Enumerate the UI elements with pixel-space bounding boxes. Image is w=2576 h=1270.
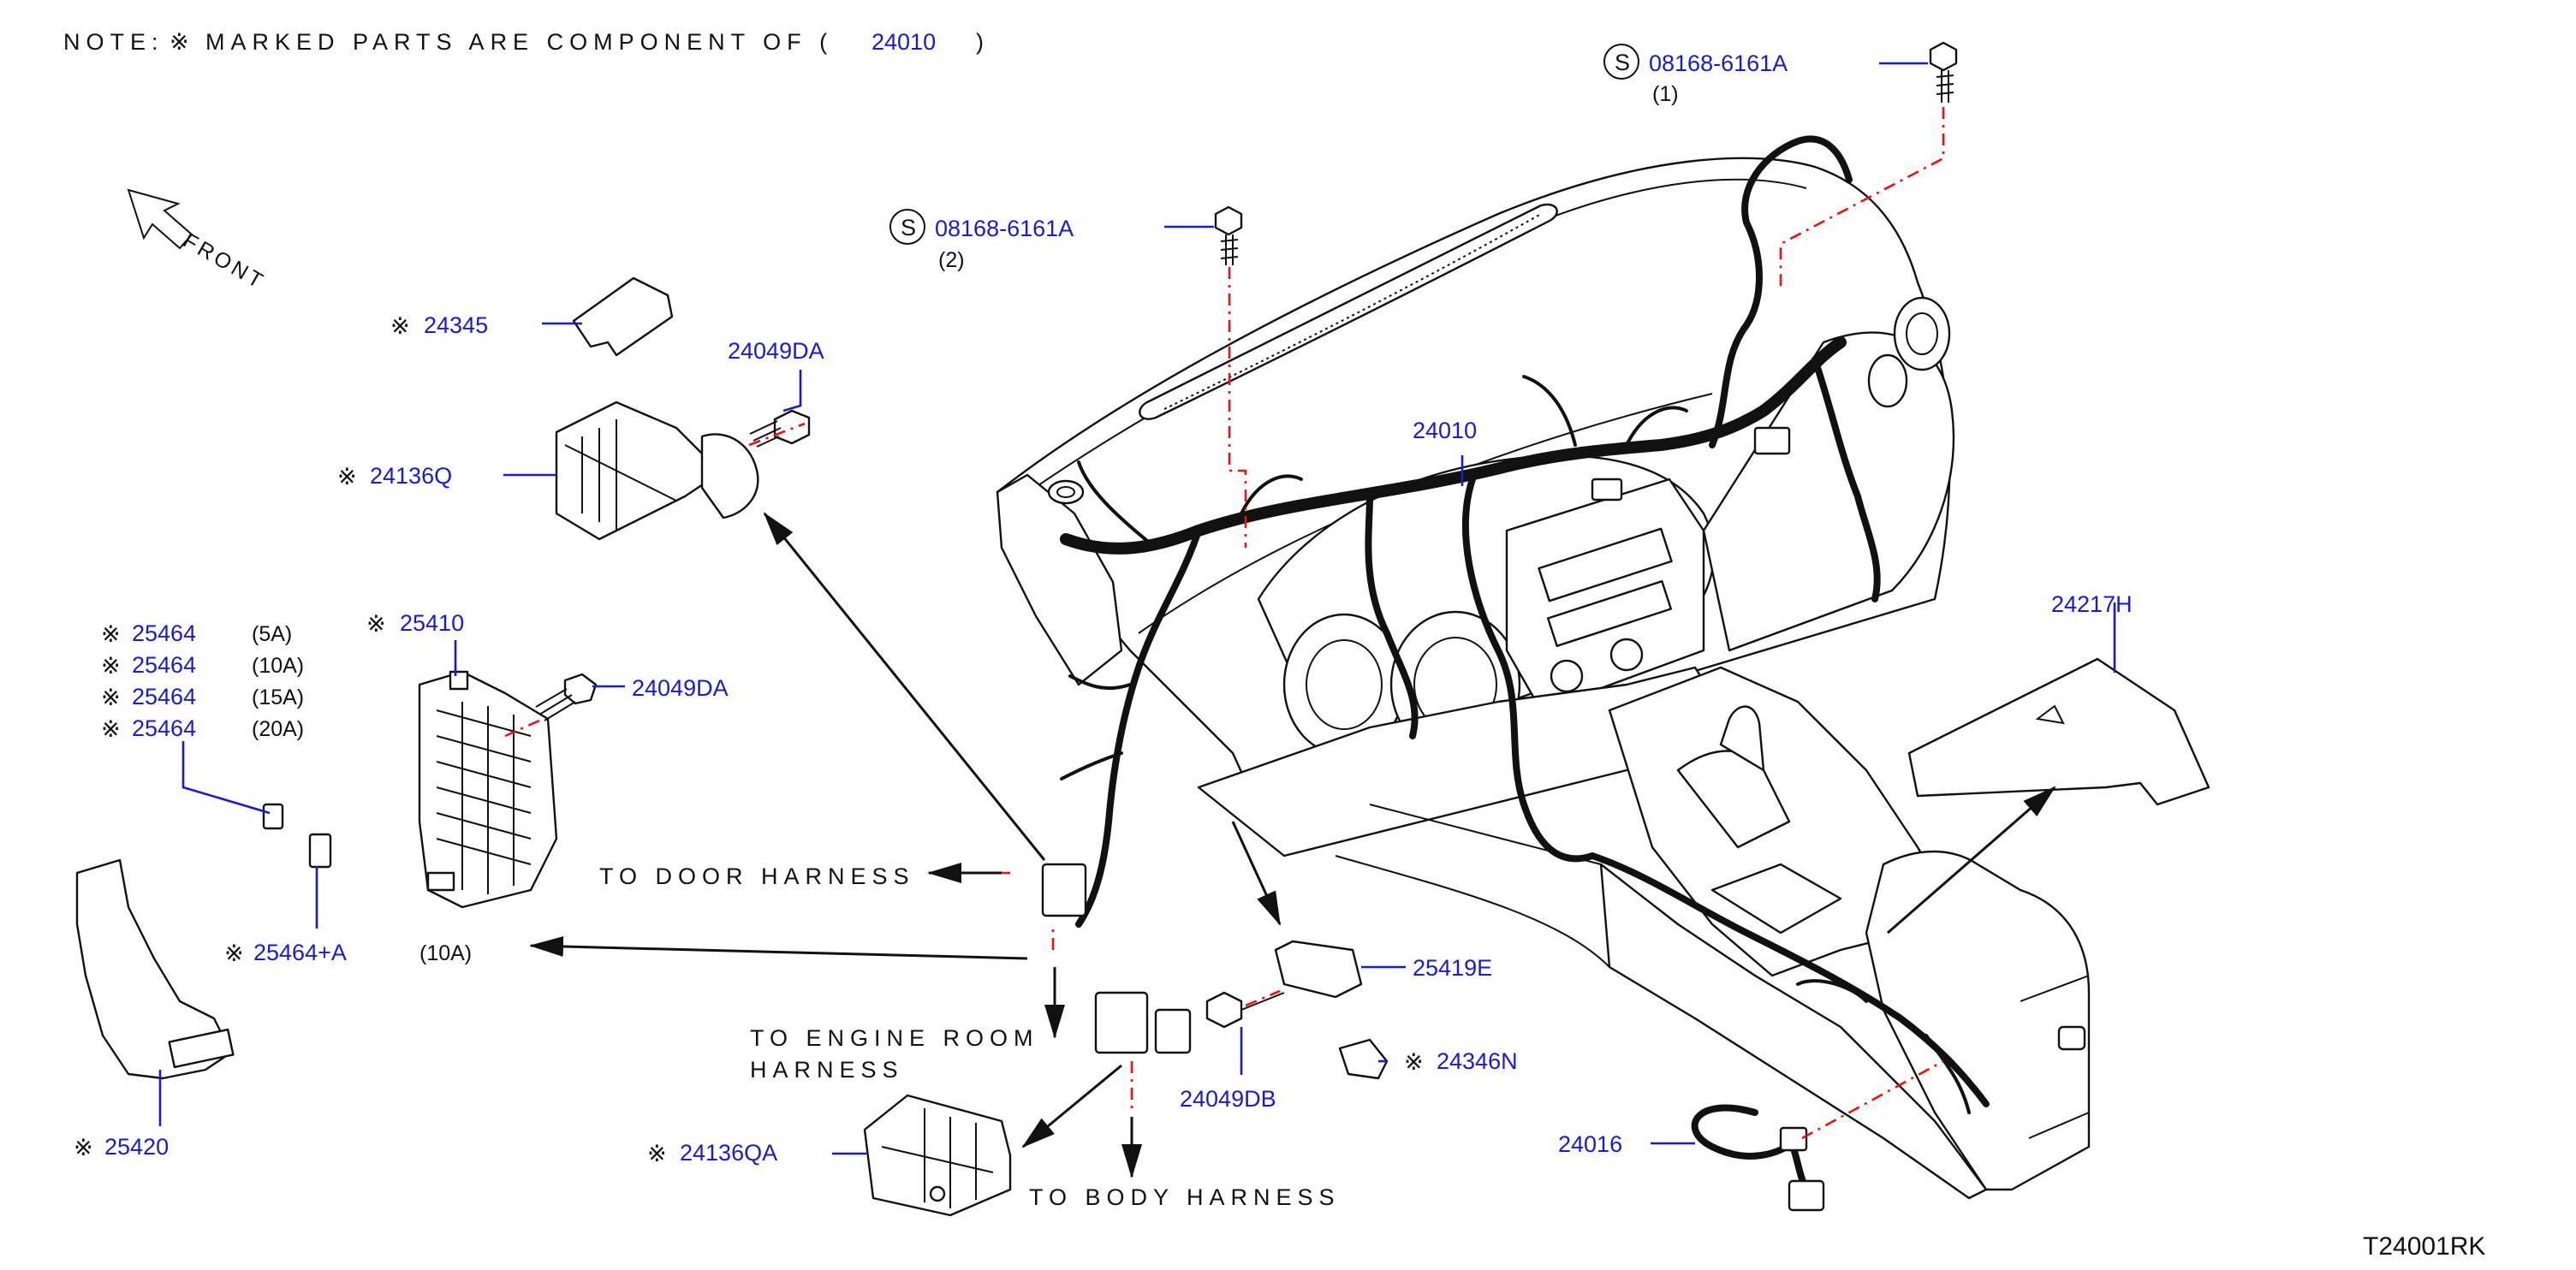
fuse-25464a[interactable]: [308, 833, 332, 869]
part-24345-cover[interactable]: [572, 276, 674, 357]
bolt-24049da-top[interactable]: [749, 409, 811, 448]
mark-fuse-20a: ※: [101, 716, 121, 742]
fuse-15a-part-link[interactable]: 25464: [132, 684, 196, 709]
fuse-5a-part-link[interactable]: 25464: [132, 620, 196, 646]
header-note: NOTE: ※ MARKED PARTS ARE COMPONENT OF ( …: [63, 29, 984, 55]
arrow-to-25419e: [1231, 821, 1282, 926]
label-24049da-top-link[interactable]: 24049DA: [728, 338, 824, 364]
mark-fuse-10a: ※: [101, 653, 121, 679]
mark-24136qa: ※: [647, 1141, 667, 1166]
main-harness-24010[interactable]: [1041, 135, 1990, 1114]
note-prefix: NOTE:: [63, 29, 164, 55]
assembly-line-24049da-top: [748, 422, 806, 447]
dest-engine-room-line2: HARNESS: [750, 1057, 904, 1083]
note-text: MARKED PARTS ARE COMPONENT OF (: [205, 29, 833, 55]
label-24346n-link[interactable]: 24346N: [1437, 1048, 1518, 1074]
mark-24346n: ※: [1404, 1049, 1424, 1075]
label-24136q-link[interactable]: 24136Q: [370, 463, 452, 489]
part-24217h-bracket[interactable]: [1907, 657, 2210, 806]
front-indicator: FRONT: [127, 188, 270, 294]
bolt-2-part-link[interactable]: 08168-6161A: [935, 216, 1074, 241]
mark-fuse-15a: ※: [101, 685, 121, 710]
bolt-2-symbol: S: [901, 215, 916, 240]
leader-25464: [181, 741, 271, 815]
arrow-to-25464a: [529, 935, 1028, 960]
note-mark-symbol: ※: [170, 29, 189, 55]
service-symbol-circle-mid: [889, 209, 925, 245]
arrow-to-24136q: [763, 512, 1046, 861]
label-24016-link[interactable]: 24016: [1558, 1131, 1622, 1157]
bolt-1-symbol: S: [1615, 50, 1630, 75]
assembly-line-mid-bolt: [1228, 267, 1247, 548]
dest-engine-room-line1: TO ENGINE ROOM: [750, 1025, 1039, 1051]
bolt-1-qty: (1): [1652, 82, 1679, 106]
front-label: FRONT: [179, 228, 270, 294]
label-25410-link[interactable]: 25410: [400, 610, 464, 636]
assembly-line-24049da-mid: [504, 719, 540, 738]
label-24049db-link[interactable]: 24049DB: [1180, 1086, 1276, 1112]
part-24136qa-box[interactable]: [863, 1094, 1012, 1217]
part-24136q-box[interactable]: [555, 401, 759, 541]
mark-24136q: ※: [337, 464, 357, 490]
bolt-08168-6161a-top[interactable]: [1929, 41, 1958, 103]
fuse-10a-part-link[interactable]: 25464: [132, 652, 196, 678]
arrow-to-24217h: [1887, 786, 2056, 935]
bolt-1-part-link[interactable]: 08168-6161A: [1649, 50, 1788, 76]
assembly-line-top-bolt: [1779, 107, 1945, 291]
bolt-08168-6161a-mid[interactable]: [1214, 205, 1243, 265]
bolt-24049da-mid[interactable]: [535, 673, 598, 721]
fuse-15a-rating: (15A): [252, 685, 304, 709]
note-close-paren: ): [976, 29, 984, 55]
part-24016-harness[interactable]: [1691, 1104, 1825, 1212]
fuse-20a-rating: (20A): [252, 717, 304, 741]
dest-door-harness: TO DOOR HARNESS: [599, 863, 915, 889]
mark-25420: ※: [74, 1135, 93, 1160]
front-arrow-icon: [127, 188, 193, 250]
part-25420-trim[interactable]: [75, 858, 233, 1080]
instrument-panel-drawing: [996, 157, 2091, 1200]
bolt-24049db[interactable]: [1205, 991, 1285, 1029]
label-25464a-link[interactable]: 25464+A: [253, 940, 347, 965]
label-24049da-mid-link[interactable]: 24049DA: [632, 675, 729, 701]
label-25464a-rating: (10A): [419, 941, 472, 965]
part-25410-fuse-block[interactable]: [418, 670, 558, 909]
mark-25410: ※: [366, 611, 386, 637]
mark-25464a: ※: [224, 941, 244, 966]
fuse-25464[interactable]: [262, 803, 284, 830]
fuse-10a-rating: (10A): [252, 654, 304, 678]
fuse-20a-part-link[interactable]: 25464: [132, 715, 196, 741]
assembly-line-24016: [1801, 1059, 1944, 1140]
arrow-to-24136qa: [1021, 1064, 1122, 1148]
label-24136qa-link[interactable]: 24136QA: [680, 1140, 777, 1166]
assembly-line-24049db: [1245, 989, 1281, 1007]
fuse-table: ※ 25464 (5A) ※ 25464 (10A) ※ 25464 (15A)…: [101, 620, 304, 742]
leader-24049da-top: [782, 370, 802, 412]
mark-fuse-5a: ※: [101, 621, 121, 647]
service-symbol-circle-top: [1603, 44, 1639, 80]
bolt-2-qty: (2): [938, 248, 965, 272]
label-25420-link[interactable]: 25420: [104, 1134, 169, 1160]
note-ref-part-link[interactable]: 24010: [872, 29, 936, 55]
dest-body-harness: TO BODY HARNESS: [1029, 1184, 1341, 1210]
part-24346n-clip[interactable]: [1338, 1038, 1389, 1080]
fuse-5a-rating: (5A): [252, 622, 292, 646]
part-25419e-bracket[interactable]: [1274, 940, 1363, 999]
label-24217h-link[interactable]: 24217H: [2051, 591, 2133, 617]
mark-24345: ※: [390, 313, 410, 339]
label-24010-link[interactable]: 24010: [1413, 418, 1477, 443]
label-24345-link[interactable]: 24345: [424, 312, 488, 338]
label-25419e-link[interactable]: 25419E: [1413, 955, 1492, 981]
drawing-number: T24001RK: [2363, 1232, 2485, 1261]
